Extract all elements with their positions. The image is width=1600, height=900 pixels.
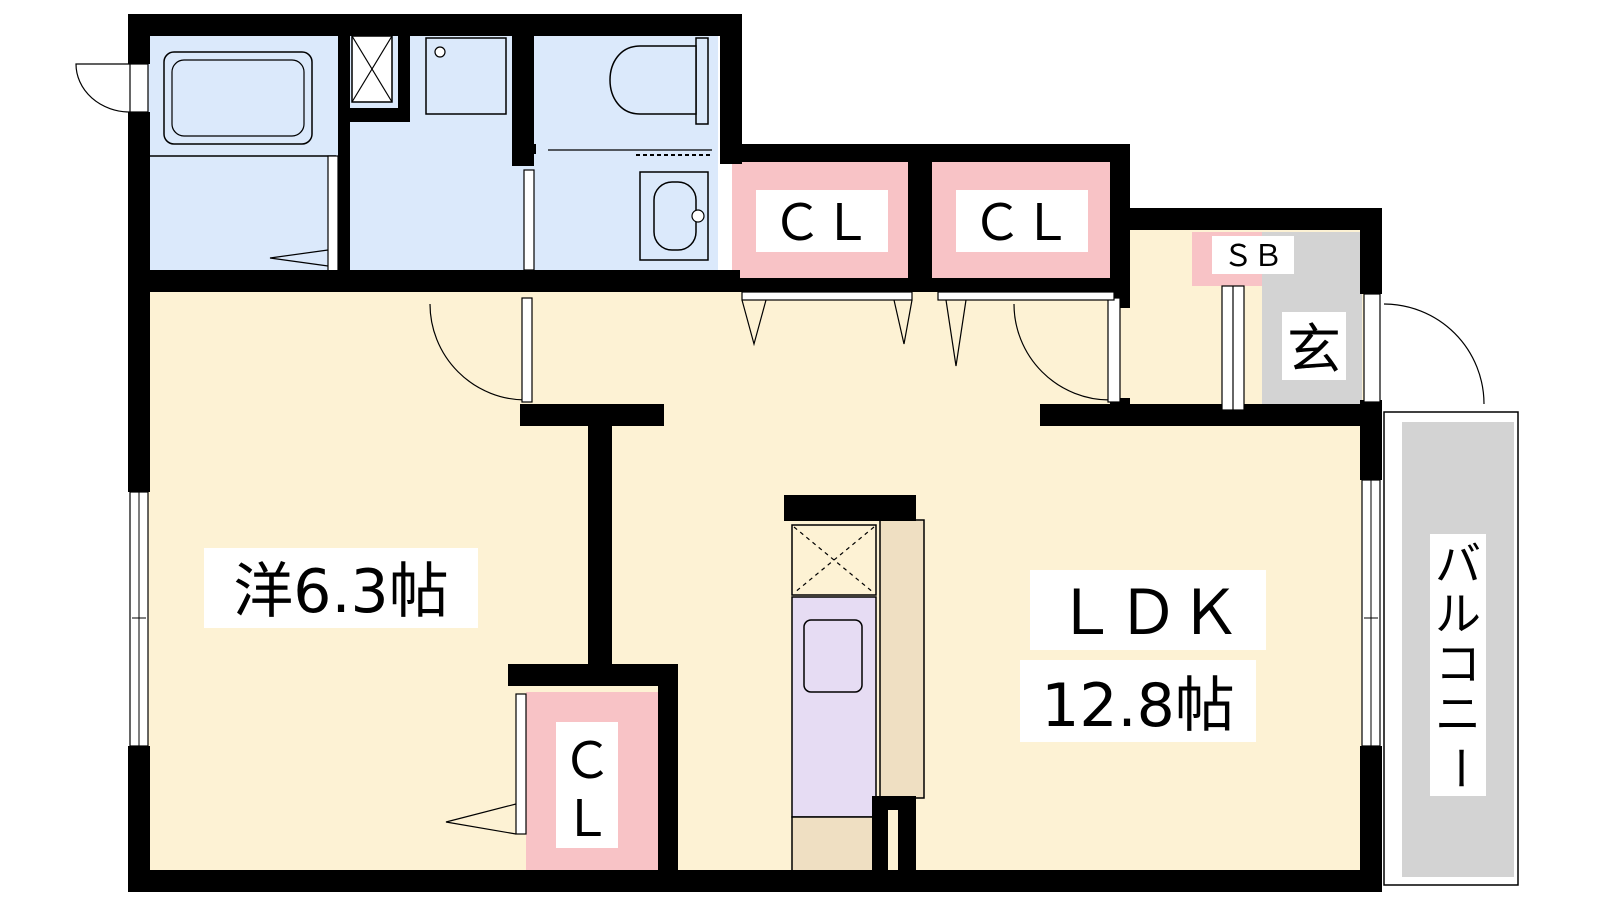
sink-basin <box>803 619 863 693</box>
bathtub-inner <box>171 59 305 137</box>
door-closet-1-a <box>741 299 767 347</box>
kitchen-counter <box>879 519 925 799</box>
genkan-label: 玄 <box>1287 318 1341 381</box>
wall-entrance-right-2 <box>1360 400 1382 480</box>
balcony-label-char-2: ル <box>1435 587 1481 641</box>
balcony-label-char-5: ー <box>1433 745 1487 791</box>
kitchen-top-wall <box>784 495 916 521</box>
closet-3-label-line2: Ｌ <box>562 790 612 848</box>
door-closet-rail-2 <box>937 291 1115 301</box>
wall-closet3-top <box>508 664 678 686</box>
wall-entrance-right <box>1360 208 1382 294</box>
balcony-rail <box>1383 411 1519 886</box>
label-bg-ldk-size <box>1020 660 1256 742</box>
label-bg-closet-2 <box>956 190 1088 252</box>
stove-area <box>791 816 877 872</box>
wall-right-wet <box>720 14 742 164</box>
door-closet-rail-1 <box>741 291 913 301</box>
wash-basin-bowl <box>653 181 697 251</box>
wall-closet-divider <box>908 144 932 292</box>
balcony-label-char-4: ニ <box>1435 687 1481 741</box>
label-bg-closet-3 <box>556 722 618 848</box>
ldk-size-label: 12.8帖 <box>1041 671 1235 741</box>
wall-top-wet <box>128 14 742 36</box>
door-closet-3 <box>445 803 517 835</box>
door-closet-2-a <box>945 299 967 367</box>
door-closet-1-b <box>893 299 913 345</box>
wall-entrance-top <box>1110 208 1380 230</box>
washing-machine-drain <box>434 46 446 58</box>
window-bath-swing <box>75 63 131 113</box>
bath-door-frame <box>327 155 339 277</box>
balcony-label-char-1: バ <box>1435 537 1481 591</box>
wall-left-wet-2 <box>128 112 150 492</box>
wall-partition-wet <box>520 282 534 292</box>
label-bg-balcony <box>1430 534 1486 796</box>
window-bath <box>129 63 149 113</box>
label-bg-genkan <box>1282 312 1346 380</box>
wall-right-lower <box>1360 746 1382 892</box>
closet-1-label: ＣＬ <box>772 194 872 252</box>
wall-western-partition <box>588 404 612 674</box>
bath-door-swing <box>269 249 329 267</box>
labels: 洋6.3帖 ＬＤＫ 12.8帖 ＣＬ ＣＬ Ｃ Ｌ ＳＢ 玄 バ ル コ ニ ー <box>204 190 1487 848</box>
western-room-label: 洋6.3帖 <box>233 557 448 627</box>
door-wet-frame <box>523 169 535 271</box>
wall-closet-bottom-2 <box>932 278 1110 292</box>
wall-closet3-right <box>658 664 678 884</box>
wall-closet-right <box>1110 144 1130 224</box>
fixtures <box>150 35 712 284</box>
closet-3-label-line1: Ｃ <box>562 732 612 790</box>
kitchen-pillar-gap <box>888 810 898 870</box>
doors <box>429 169 1485 835</box>
wall-left-lower <box>128 746 150 892</box>
wall-vent-bottom <box>338 108 400 122</box>
bathtub <box>163 51 313 145</box>
wall-wet-bottom <box>128 270 740 292</box>
door-hall-frame <box>1107 297 1121 403</box>
wall-entrance-bottom <box>1040 404 1382 426</box>
shoe-box-label: ＳＢ <box>1223 239 1283 274</box>
kitchen <box>784 495 925 872</box>
windows <box>75 63 1519 886</box>
walls <box>128 14 1382 892</box>
closet-2-label: ＣＬ <box>972 194 1072 252</box>
ldk-label: ＬＤＫ <box>1055 576 1241 649</box>
label-bg-closet-1 <box>756 190 888 252</box>
label-bg-western <box>204 548 478 628</box>
wall-entrance-left <box>1110 208 1130 308</box>
wall-bottom <box>128 870 1382 892</box>
wall-bath-inner <box>338 36 350 272</box>
label-bg-shoe-box <box>1212 236 1294 274</box>
wall-wash-right <box>512 36 534 166</box>
balcony-label-char-3: コ <box>1435 637 1481 691</box>
wall-vent-right <box>398 36 410 122</box>
door-entrance <box>1383 303 1485 405</box>
wash-basin-tap <box>691 209 705 223</box>
door-closet-3-frame <box>515 693 527 835</box>
wall-toilet-bottom <box>512 144 536 154</box>
label-bg-ldk <box>1030 570 1266 650</box>
toilet-tank <box>695 37 709 125</box>
door-entrance-frame <box>1363 293 1381 403</box>
door-western-frame <box>521 297 533 403</box>
toilet-bowl <box>609 45 697 115</box>
wall-closet-bottom-1 <box>736 278 912 292</box>
wall-left-wet <box>128 14 150 64</box>
fridge-cross-b <box>793 526 875 594</box>
vent-cross-b <box>351 35 393 103</box>
